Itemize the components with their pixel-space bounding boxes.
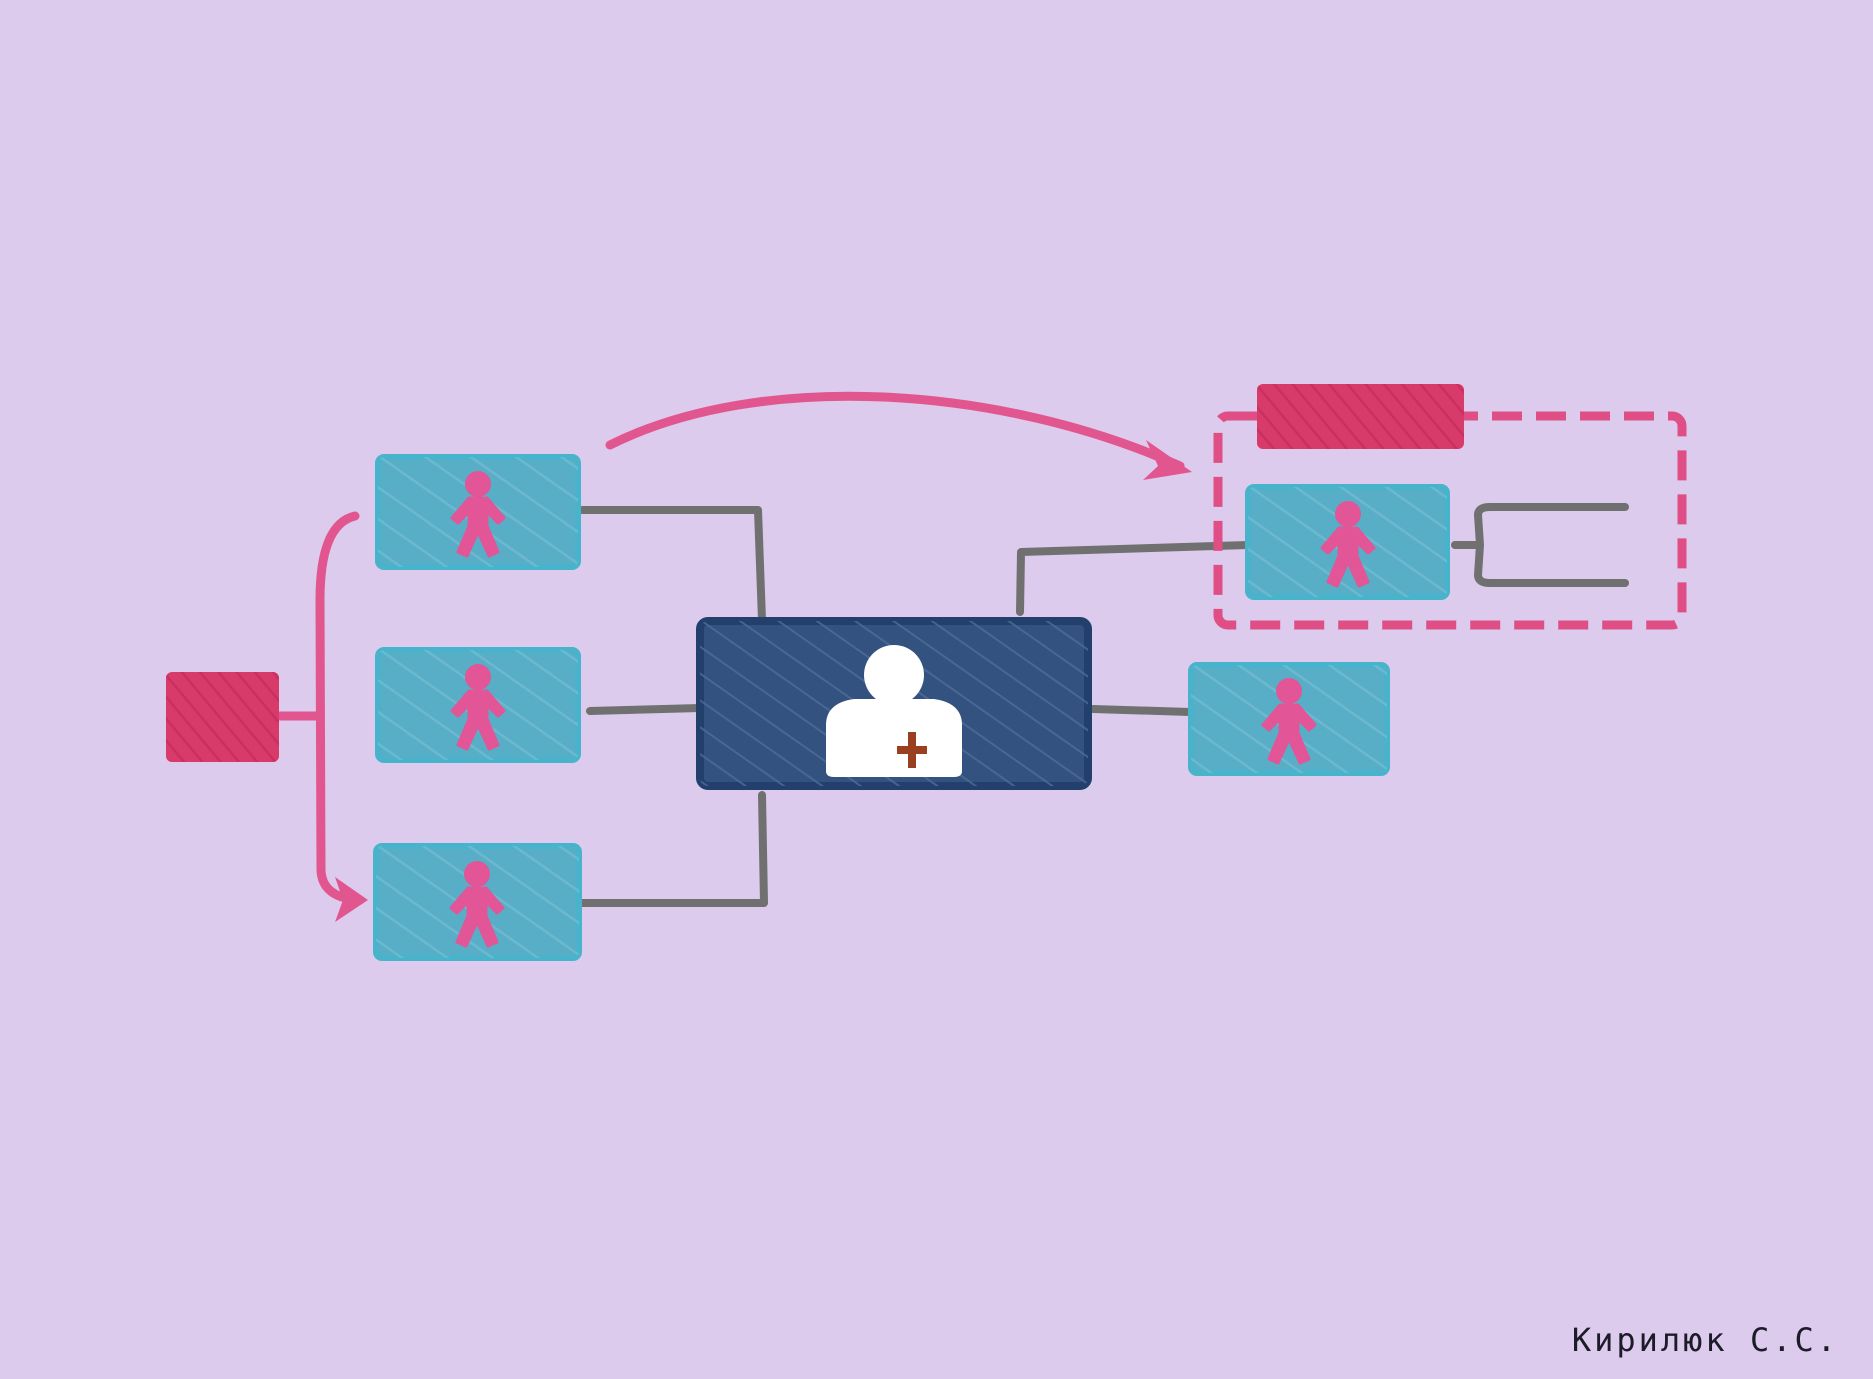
patient-box-1	[375, 454, 581, 570]
person-head	[465, 664, 491, 690]
red-header-block	[1257, 384, 1464, 449]
connector-patient-2-to-doctor	[586, 704, 704, 715]
person-icon	[449, 861, 505, 948]
person-icon	[1320, 501, 1376, 588]
connector-doctor-to-patient-5	[1089, 705, 1194, 716]
person-head	[1335, 501, 1361, 527]
connector-patient-3-to-doctor	[578, 791, 768, 907]
connector-doctor-to-patient-4	[1016, 541, 1252, 616]
arrow-heads	[335, 440, 1192, 922]
doctor-box	[696, 617, 1092, 790]
arrow-branch-vertical	[315, 511, 365, 905]
flow-arrows	[275, 391, 1185, 905]
person-head	[1276, 678, 1302, 704]
person-head	[464, 861, 490, 887]
person-body	[450, 689, 506, 751]
person-body	[450, 496, 506, 558]
arrow-head-bottom	[335, 877, 368, 922]
patient-box-3	[373, 843, 582, 961]
person-icon	[450, 664, 506, 751]
red-input-block	[166, 672, 279, 762]
arrow-top-curve	[605, 391, 1185, 471]
person-body	[449, 886, 505, 948]
highlight-group-frame	[1213, 384, 1687, 630]
medical-cross-icon	[897, 732, 927, 768]
person-head	[465, 471, 491, 497]
person-body	[1320, 526, 1376, 588]
patient-box-4	[1245, 484, 1450, 600]
doctor-icon	[826, 645, 962, 777]
patient-box-5	[1188, 662, 1390, 776]
arrow-head-top	[1143, 440, 1192, 480]
author-signature: Кирилюк С.С.	[1571, 1321, 1839, 1359]
person-icon	[450, 471, 506, 558]
connector-lines	[578, 503, 1629, 907]
patient-box-2	[375, 647, 581, 763]
connector-patient-1-to-doctor	[578, 506, 766, 624]
person-icon	[1261, 678, 1317, 765]
person-body	[1261, 703, 1317, 765]
connector-patient-4-branch	[1451, 503, 1629, 587]
